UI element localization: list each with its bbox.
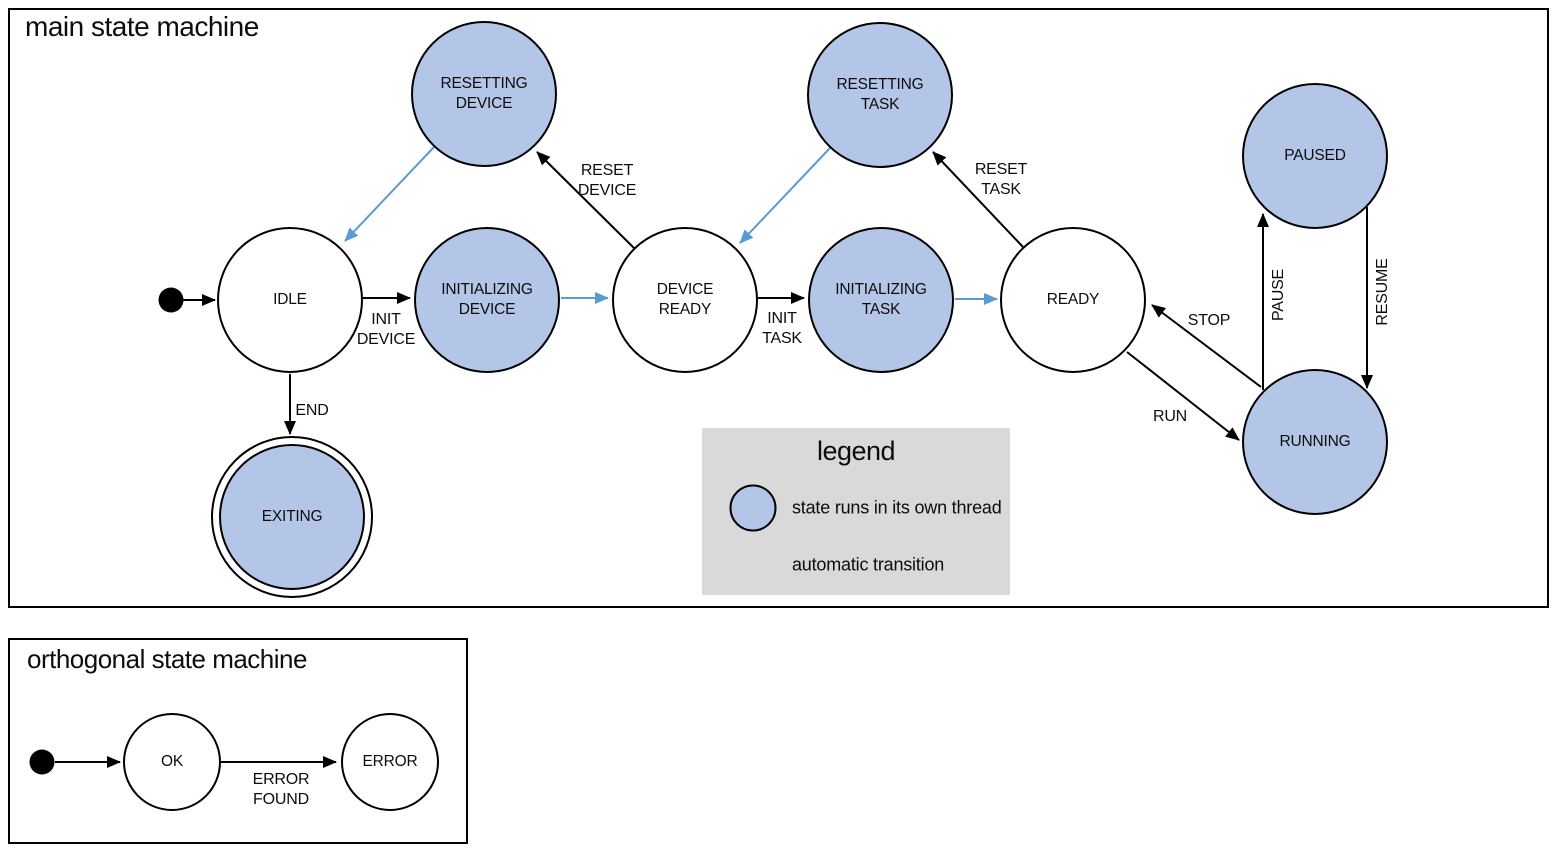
state-exiting: EXITING <box>219 444 365 590</box>
state-device-ready: DEVICE READY <box>612 227 758 373</box>
legend-title: legend <box>816 436 896 466</box>
state-error: ERROR <box>341 713 439 811</box>
label-run: RUN <box>1152 408 1188 425</box>
state-paused: PAUSED <box>1242 83 1388 229</box>
label-resume: RESUME <box>1374 258 1391 326</box>
legend-automatic-transition-text: automatic transition <box>792 554 945 575</box>
state-resetting-device: RESETTING DEVICE <box>411 21 557 167</box>
state-running: RUNNING <box>1242 369 1388 515</box>
label-pause: PAUSE <box>1270 268 1287 322</box>
label-end: END <box>295 402 329 419</box>
state-ready: READY <box>1000 227 1146 373</box>
label-reset-device: RESET DEVICE <box>577 162 637 199</box>
label-init-task: INIT TASK <box>762 310 802 347</box>
state-initializing-device: INITIALIZING DEVICE <box>414 227 560 373</box>
label-init-device: INIT DEVICE <box>356 311 416 348</box>
label-error-found: ERROR FOUND <box>252 771 310 808</box>
state-ok: OK <box>123 713 221 811</box>
state-initializing-task: INITIALIZING TASK <box>808 227 954 373</box>
legend-panel: legend state runs in its own thread auto… <box>702 428 1010 595</box>
orthogonal-state-machine-title: orthogonal state machine <box>27 644 307 674</box>
main-state-machine-title: main state machine <box>25 11 259 42</box>
state-idle: IDLE <box>217 227 363 373</box>
state-resetting-task: RESETTING TASK <box>807 22 953 168</box>
label-reset-task: RESET TASK <box>974 161 1028 198</box>
initial-state-dot-main <box>158 287 184 313</box>
initial-state-dot-orthogonal <box>29 749 55 775</box>
legend-thread-state-text: state runs in its own thread <box>792 497 1002 518</box>
thread-state-swatch-icon <box>729 484 777 532</box>
label-stop: STOP <box>1187 312 1231 329</box>
